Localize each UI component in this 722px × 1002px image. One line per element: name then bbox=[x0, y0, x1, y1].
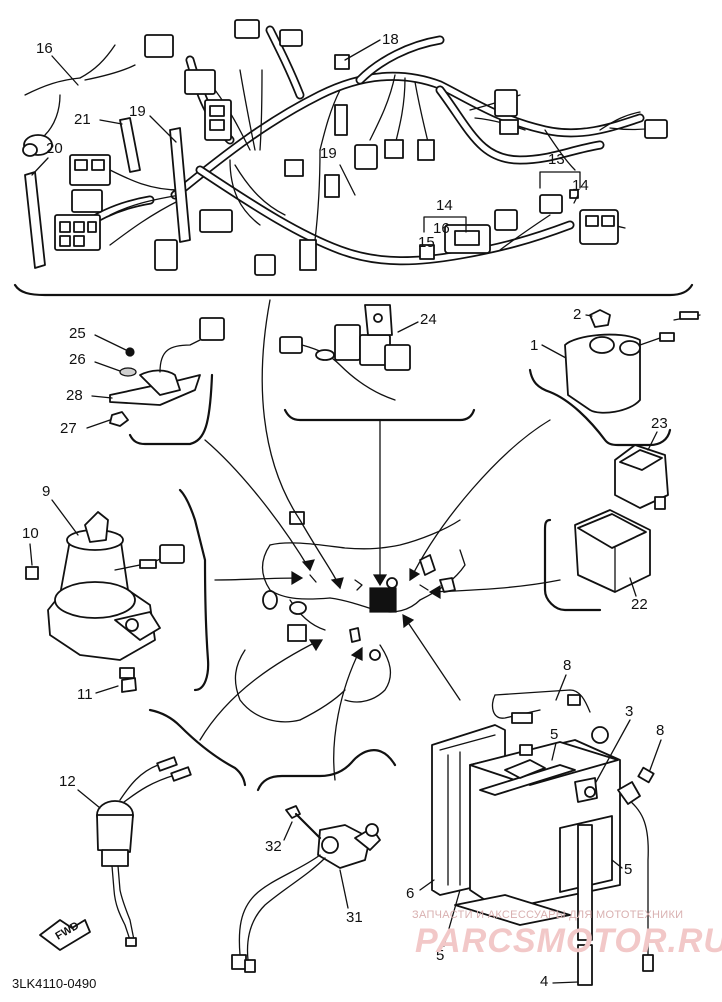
callout-26: 24 bbox=[420, 311, 437, 328]
callout-18: 16 bbox=[36, 40, 53, 57]
callout-5-left: 5 bbox=[436, 947, 444, 964]
callout-9: 8 bbox=[656, 722, 664, 739]
callout-5-right: 5 bbox=[624, 861, 632, 878]
part-13-switch: FWD 12 bbox=[39, 756, 192, 951]
callout-19: 19 bbox=[129, 103, 146, 120]
callout-6: 5 bbox=[550, 726, 558, 743]
callout-17: 15 bbox=[418, 234, 435, 251]
catalog-code: 3LK4110-0490 bbox=[12, 976, 96, 991]
callout-8: 8 bbox=[563, 657, 571, 674]
callout-14-top: 13 bbox=[548, 151, 565, 168]
part-30-bracket-group: 25 26 28 27 bbox=[60, 317, 225, 446]
part-10-main-switch: 9 10 11 bbox=[22, 483, 210, 703]
callout-4: 4 bbox=[540, 973, 548, 990]
callout-27: 25 bbox=[69, 325, 86, 342]
callout-23: 21 bbox=[74, 111, 91, 128]
callout-16: 16 bbox=[433, 220, 450, 237]
callout-7: 6 bbox=[406, 885, 414, 902]
callout-10: 9 bbox=[42, 483, 50, 500]
wire-harness-assembly bbox=[13, 19, 694, 297]
callout-11: 10 bbox=[22, 525, 39, 542]
callout-20: 18 bbox=[382, 31, 399, 48]
callouts-harness: 16 21 19 20 18 19 13 14 14 16 15 bbox=[31, 31, 589, 251]
location-leader-lines bbox=[148, 299, 561, 792]
watermark-caption: ЗАПЧАСТИ И АКСЕССУАРЫ ДЛЯ МОТОТЕХНИКИ bbox=[412, 909, 683, 921]
part-31-switch: 32 31 bbox=[231, 805, 381, 973]
callout-3: 3 bbox=[625, 703, 633, 720]
part-battery-group: 8 3 5 8 5 6 5 4 bbox=[406, 657, 664, 990]
part-25-relay: 23 bbox=[614, 415, 669, 510]
callout-14-lower: 14 bbox=[436, 197, 453, 214]
part-26-relay-assembly: 24 bbox=[279, 304, 476, 422]
callout-2: 2 bbox=[573, 306, 581, 323]
callout-30: 28 bbox=[66, 387, 83, 404]
callout-32: 32 bbox=[265, 838, 282, 855]
watermark: ЗАПЧАСТИ И АКСЕССУАРЫ ДЛЯ МОТОТЕХНИКИ PA… bbox=[412, 909, 722, 960]
callout-29: 27 bbox=[60, 420, 77, 437]
part-24-module: 22 bbox=[543, 509, 651, 613]
callout-25: 23 bbox=[651, 415, 668, 432]
callout-22: 20 bbox=[46, 140, 63, 157]
callout-15: 14 bbox=[572, 177, 589, 194]
callout-21: 19 bbox=[320, 145, 337, 162]
callout-28: 26 bbox=[69, 351, 86, 368]
callout-31: 31 bbox=[346, 909, 363, 926]
frame-location-view bbox=[234, 511, 466, 723]
callout-1: 1 bbox=[530, 337, 538, 354]
callout-24: 22 bbox=[631, 596, 648, 613]
callout-13: 12 bbox=[59, 773, 76, 790]
callout-12: 11 bbox=[77, 686, 93, 703]
part-1-ignition-coil: 2 1 bbox=[528, 306, 701, 447]
watermark-brand: PARCSMOTOR.RU bbox=[415, 922, 722, 960]
